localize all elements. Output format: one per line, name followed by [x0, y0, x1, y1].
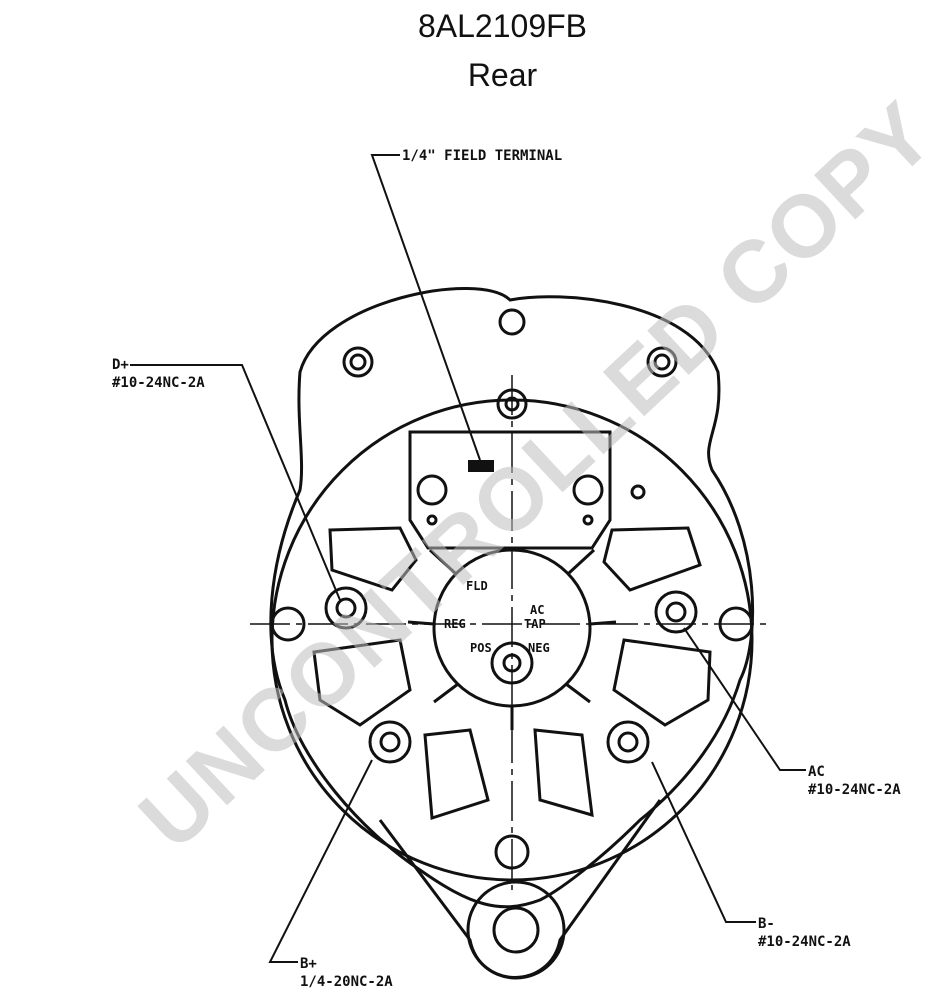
- housing-outline: [269, 287, 755, 909]
- b-plus-stud-inner: [379, 731, 401, 753]
- vent: [533, 728, 594, 818]
- hub-label-pos: POS: [470, 641, 492, 655]
- regulator-hole-a: [426, 514, 438, 526]
- field-terminal-label: 1/4" FIELD TERMINAL: [402, 148, 562, 164]
- ac-thread: #10-24NC-2A: [808, 782, 901, 798]
- hub-spoke: [428, 548, 457, 575]
- d-plus-label: D+: [112, 357, 129, 373]
- b-minus-label: B-: [758, 916, 775, 932]
- mount-hole-left-inner: [349, 353, 367, 371]
- ac-stud: [654, 590, 698, 634]
- hub-spoke: [567, 548, 596, 575]
- mount-hole-left: [342, 346, 374, 378]
- b-minus-stud-inner: [617, 731, 639, 753]
- leader-field-terminal: [370, 154, 481, 461]
- diagram-title: 8AL2109FB: [417, 8, 587, 44]
- mount-lug-inner: [492, 906, 540, 954]
- mount-lug-hole: [466, 880, 566, 980]
- hub-label-reg: REG: [444, 617, 466, 631]
- d-plus-thread: #10-24NC-2A: [112, 375, 205, 391]
- diagram-subtitle: Rear: [467, 57, 538, 93]
- ac-label: AC: [808, 764, 825, 780]
- field-terminal: [468, 460, 494, 472]
- mount-hole-right-inner: [653, 353, 671, 371]
- b-plus-thread: 1/4-20NC-2A: [300, 974, 393, 990]
- regulator-screw-right: [572, 474, 604, 506]
- leader-ac: [683, 627, 806, 771]
- leader-b-minus: [651, 761, 756, 923]
- hub-label-fld: FLD: [466, 579, 488, 593]
- ac-stud-inner: [665, 601, 687, 623]
- hub-spoke: [433, 682, 459, 704]
- b-plus-stud: [368, 720, 412, 764]
- mount-hole-top: [498, 308, 526, 336]
- hub-spoke: [589, 620, 617, 626]
- regulator-hole-b: [582, 514, 594, 526]
- vent: [312, 638, 412, 727]
- hub-label-neg: NEG: [528, 641, 550, 655]
- hub-label-ac: AC: [530, 603, 544, 617]
- regulator-screw-left: [416, 474, 448, 506]
- mount-hole-right: [646, 346, 678, 378]
- d-plus-stud-inner: [335, 597, 357, 619]
- regulator-hole-small: [630, 484, 646, 500]
- d-plus-stud: [324, 586, 368, 630]
- vent: [423, 728, 490, 821]
- hub-label-tap: TAP: [524, 617, 546, 631]
- hub-spoke: [565, 682, 591, 704]
- regulator-box: [408, 430, 612, 550]
- leader-b-plus: [268, 759, 373, 963]
- vent: [602, 526, 702, 592]
- vent: [328, 526, 418, 592]
- b-minus-stud: [606, 720, 650, 764]
- b-minus-thread: #10-24NC-2A: [758, 934, 851, 950]
- vent: [612, 638, 712, 727]
- leader-d-plus: [130, 364, 341, 601]
- b-plus-label: B+: [300, 956, 317, 972]
